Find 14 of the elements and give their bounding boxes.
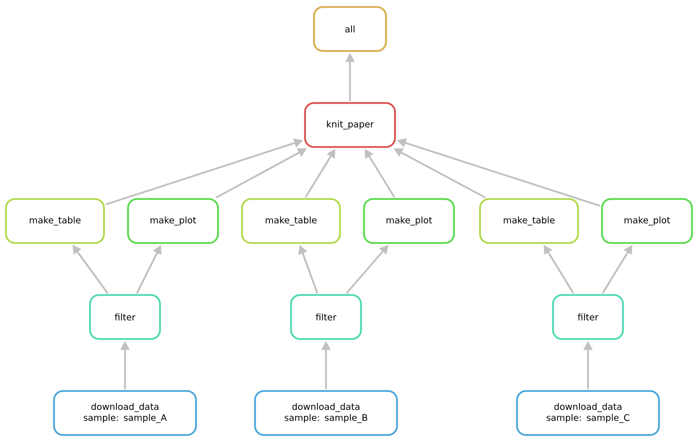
job-box: make_table	[479, 198, 579, 244]
job-box: knit_paper	[304, 102, 396, 148]
job-box: make_table	[5, 198, 105, 244]
job-box: make_plot	[363, 198, 455, 244]
job-box: filter	[290, 294, 362, 340]
job-box: all	[313, 6, 387, 52]
job-box: filter	[552, 294, 624, 340]
job-box: download_data sample: sample_C	[516, 390, 660, 436]
job-box: download_data sample: sample_A	[53, 390, 197, 436]
job-box: filter	[89, 294, 161, 340]
job-box: make_plot	[127, 198, 219, 244]
job-box: download_data sample: sample_B	[254, 390, 398, 436]
job-box: make_plot	[601, 198, 693, 244]
job-box: make_table	[241, 198, 341, 244]
